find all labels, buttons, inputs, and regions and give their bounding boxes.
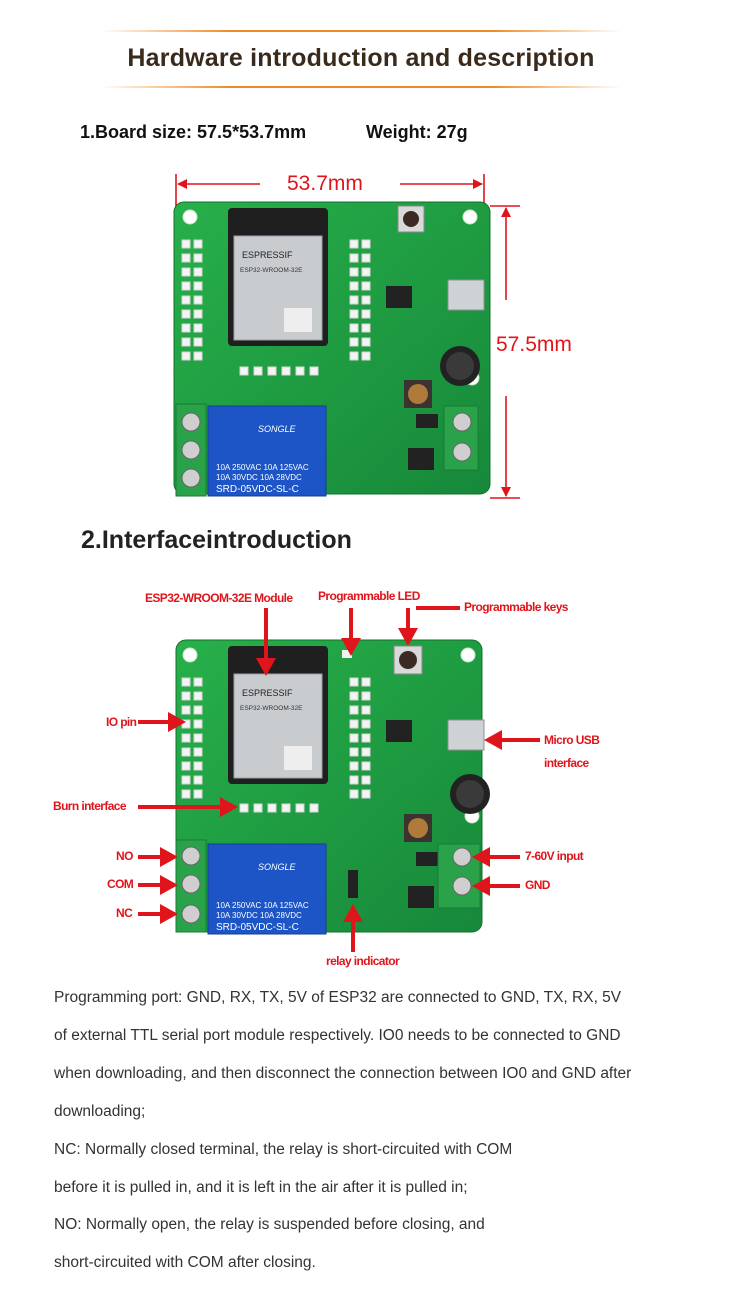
callout-relay-indicator: relay indicator [326, 954, 400, 968]
svg-text:SONGLE: SONGLE [258, 862, 297, 872]
description-line: short-circuited with COM after closing. [54, 1254, 316, 1271]
description-line: NO: Normally open, the relay is suspende… [54, 1216, 485, 1233]
header-rule-bottom [100, 86, 622, 88]
callout-burn-interface: Burn interface [53, 799, 127, 813]
board-photo-interface: ESPRESSIF ESP32-WROOM-32E SONGLE 10A 250… [175, 639, 490, 935]
svg-text:SRD-05VDC-SL-C: SRD-05VDC-SL-C [216, 922, 299, 933]
callout-programmable-led: Programmable LED [318, 589, 420, 603]
callout-programmable-keys: Programmable keys [464, 600, 568, 614]
height-dimension: 57.5mm [496, 333, 572, 356]
svg-text:ESP32-WROOM-32E: ESP32-WROOM-32E [240, 705, 303, 712]
callout-no: NO [116, 849, 133, 863]
callout-module: ESP32-WROOM-32E Module [145, 591, 293, 605]
callout-gnd: GND [525, 878, 550, 892]
svg-text:10A 30VDC 10A 28VDC: 10A 30VDC 10A 28VDC [216, 911, 302, 920]
board-photo-top: ESPRESSIF ESP32-WROOM-32E SONGLE 10A 250… [173, 201, 491, 497]
page-header: Hardware introduction and description [100, 30, 622, 88]
svg-text:ESP32-WROOM-32E: ESP32-WROOM-32E [240, 267, 303, 274]
page-title: Hardware introduction and description [127, 44, 595, 72]
svg-text:10A 250VAC 10A 125VAC: 10A 250VAC 10A 125VAC [216, 901, 309, 910]
svg-text:10A 250VAC 10A 125VAC: 10A 250VAC 10A 125VAC [216, 463, 309, 472]
callout-micro-usb: Micro USB [544, 733, 600, 747]
description-line: Programming port: GND, RX, TX, 5V of ESP… [54, 989, 622, 1006]
svg-text:ESPRESSIF: ESPRESSIF [242, 250, 293, 260]
header-rule-top [100, 30, 622, 32]
callout-micro-usb-interface: interface [544, 756, 589, 770]
description-line: of external TTL serial port module respe… [54, 1027, 621, 1044]
callout-input: 7-60V input [525, 849, 584, 863]
description-line: before it is pulled in, and it is left i… [54, 1179, 468, 1196]
callout-nc: NC [116, 906, 133, 920]
description-line: when downloading, and then disconnect th… [54, 1065, 632, 1082]
svg-text:SONGLE: SONGLE [258, 424, 297, 434]
callout-io-pin: IO pin [106, 715, 137, 729]
callout-com: COM [107, 877, 134, 891]
description-line: downloading; [54, 1103, 146, 1120]
width-dimension: 53.7mm [287, 172, 363, 195]
description-line: NC: Normally closed terminal, the relay … [54, 1141, 513, 1158]
dimension-arrows [175, 174, 520, 499]
weight-spec: Weight: 27g [366, 122, 468, 142]
svg-text:10A 30VDC 10A 28VDC: 10A 30VDC 10A 28VDC [216, 473, 302, 482]
board-size-spec: 1.Board size: 57.5*53.7mm [80, 122, 307, 142]
svg-text:SRD-05VDC-SL-C: SRD-05VDC-SL-C [216, 484, 299, 495]
svg-text:ESPRESSIF: ESPRESSIF [242, 688, 293, 698]
callout-arrows [138, 606, 540, 952]
section-interface-title: 2.Interfaceintroduction [81, 526, 352, 554]
